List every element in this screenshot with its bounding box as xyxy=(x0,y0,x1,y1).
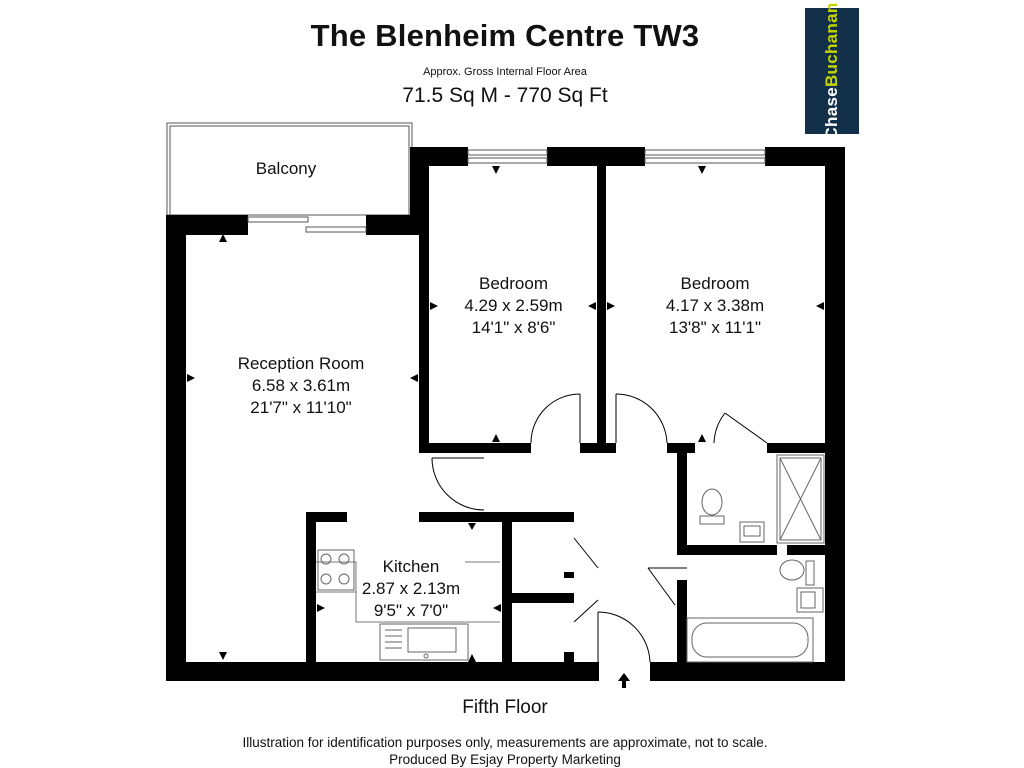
bath-icon xyxy=(686,617,814,663)
windows xyxy=(247,149,766,233)
room-metric: 4.29 x 2.59m xyxy=(464,296,563,315)
toilet-icon xyxy=(779,559,815,586)
room-metric: 4.17 x 3.38m xyxy=(665,296,765,315)
area-value: 71.5 Sq M - 770 Sq Ft xyxy=(402,84,608,107)
disclaimer: Illustration for identification purposes… xyxy=(150,734,860,768)
agent-logo: ChaseBuchanan xyxy=(805,2,859,140)
bedroom-1-label: Bedroom 4.29 x 2.59m 14'1" x 8'6" xyxy=(441,273,586,339)
hob-icon xyxy=(317,549,355,591)
basin-icon xyxy=(739,521,765,543)
shower-icon xyxy=(776,454,825,544)
room-imperial: 9'5" x 7'0" xyxy=(373,601,449,620)
walls xyxy=(166,147,845,681)
sink-icon xyxy=(379,623,469,661)
disclaimer-line: Illustration for identification purposes… xyxy=(242,735,768,750)
balcony-label: Balcony xyxy=(255,159,317,178)
bedroom-2-label: Bedroom 4.17 x 3.38m 13'8" x 11'1" xyxy=(640,273,790,339)
room-imperial: 21'7" x 11'10" xyxy=(250,398,352,417)
room-metric: 6.58 x 3.61m xyxy=(251,376,351,395)
room-name: Bedroom xyxy=(479,274,548,293)
entrance-arrow-icon xyxy=(618,673,630,688)
plan-title: The Blenheim Centre TW3 xyxy=(310,18,700,53)
floor-label: Fifth Floor xyxy=(462,697,548,718)
room-metric: 2.87 x 2.13m xyxy=(361,579,461,598)
room-imperial: 14'1" x 8'6" xyxy=(471,318,556,337)
toilet-icon xyxy=(699,488,725,525)
doors xyxy=(431,393,768,663)
room-name: Bedroom xyxy=(680,274,750,293)
dimension-markers xyxy=(187,166,824,662)
kitchen-label: Kitchen 2.87 x 2.13m 9'5" x 7'0" xyxy=(346,556,476,622)
basin-icon xyxy=(796,587,824,613)
kitchen-counter xyxy=(316,561,500,623)
room-imperial: 13'8" x 11'1" xyxy=(669,318,761,337)
producer-credit: Produced By Esjay Property Marketing xyxy=(389,752,621,767)
reception-room-label: Reception Room 6.58 x 3.61m 21'7" x 11'1… xyxy=(206,353,396,419)
room-name: Reception Room xyxy=(237,354,365,373)
room-name: Kitchen xyxy=(382,557,440,576)
area-label: Approx. Gross Internal Floor Area xyxy=(423,66,587,78)
